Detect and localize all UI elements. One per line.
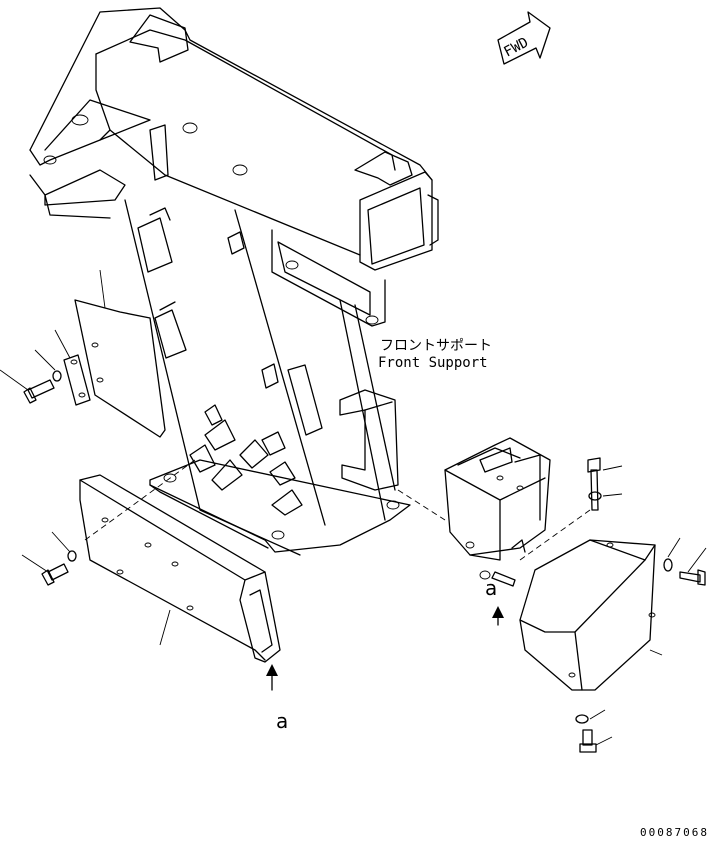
bottom-fastener-set xyxy=(575,709,613,753)
callout-a-right: a xyxy=(485,576,504,626)
right-cover xyxy=(519,539,663,691)
part-name-label: フロントサポート Front Support xyxy=(378,338,492,371)
right-side-fastener-set xyxy=(663,537,707,586)
lower-left-fastener-set xyxy=(21,531,77,586)
fwd-arrow-icon: FWD xyxy=(497,11,551,65)
callout-a-left-label: a xyxy=(276,709,288,733)
left-fastener-set xyxy=(0,329,91,406)
drawing-number: 00087068 xyxy=(640,826,709,839)
callout-a-right-label: a xyxy=(485,576,497,600)
fwd-label: FWD xyxy=(501,35,531,61)
part-name-jp: フロントサポート xyxy=(380,338,492,354)
left-cover-plate xyxy=(74,269,166,438)
right-bracket-box xyxy=(397,437,591,587)
part-name-en: Front Support xyxy=(378,355,488,371)
right-top-fastener-set xyxy=(587,457,623,511)
lower-left-cover xyxy=(79,459,281,663)
front-support-frame xyxy=(29,7,439,556)
callout-a-left: a xyxy=(266,664,288,733)
